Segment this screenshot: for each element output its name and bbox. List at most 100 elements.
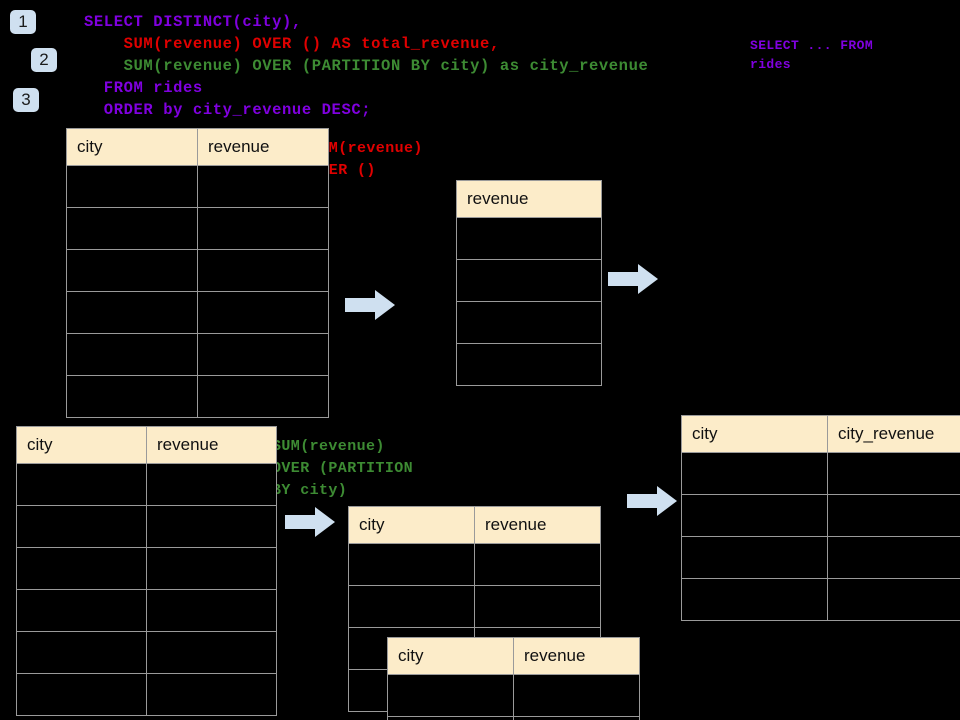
table-row: [387, 716, 640, 720]
table-row: [681, 452, 960, 495]
cell-revenue: [146, 631, 277, 674]
cell-city: [16, 547, 147, 590]
table-header-row: city revenue: [387, 637, 640, 675]
cell-city-revenue: [827, 578, 960, 621]
cell-revenue: [197, 249, 329, 292]
table-row: [348, 585, 601, 628]
table-partition-group-b: city revenue: [387, 637, 640, 720]
cell-revenue: [456, 301, 602, 344]
cell-city-revenue: [827, 494, 960, 537]
cell-city: [681, 578, 828, 621]
cell-revenue: [146, 673, 277, 716]
arrow-source-to-partition: [285, 505, 335, 539]
column-header-revenue: revenue: [197, 128, 329, 166]
column-header-city: city: [387, 637, 514, 675]
table-row: [16, 589, 277, 632]
table-row: [456, 301, 602, 344]
cell-revenue: [146, 547, 277, 590]
sql-line-city-revenue: SUM(revenue) OVER (PARTITION BY city) as…: [84, 57, 649, 75]
cell-city: [66, 207, 198, 250]
table-row: [681, 578, 960, 621]
cell-revenue: [146, 505, 277, 548]
cell-city: [16, 589, 147, 632]
cell-revenue: [197, 207, 329, 250]
table-header-row: city city_revenue: [681, 415, 960, 453]
cell-city: [387, 674, 514, 717]
cell-revenue: [197, 333, 329, 376]
table-row: [66, 165, 329, 208]
annotation-sum-over-partition: SUM(revenue) OVER (PARTITION BY city): [272, 438, 414, 499]
column-header-revenue: revenue: [474, 506, 601, 544]
cell-city: [16, 673, 147, 716]
cell-revenue: [456, 259, 602, 302]
table-row: [16, 673, 277, 716]
cell-city: [681, 494, 828, 537]
cell-revenue: [513, 674, 640, 717]
column-header-city: city: [348, 506, 475, 544]
sql-line-select-distinct: SELECT DISTINCT(city),: [84, 13, 302, 31]
cell-city: [66, 165, 198, 208]
column-header-city: city: [681, 415, 828, 453]
column-header-revenue: revenue: [146, 426, 277, 464]
table-row: [456, 217, 602, 260]
cell-city: [348, 585, 475, 628]
table-row: [681, 494, 960, 537]
cell-city: [66, 249, 198, 292]
table-row: [348, 543, 601, 586]
table-row: [66, 249, 329, 292]
step-badge-1: 1: [10, 10, 36, 34]
column-header-revenue: revenue: [513, 637, 640, 675]
sql-line-total-revenue: SUM(revenue) OVER () AS total_revenue,: [84, 35, 500, 53]
table-row: [66, 291, 329, 334]
cell-revenue: [197, 291, 329, 334]
table-row: [66, 207, 329, 250]
sql-line-from-rides: FROM rides: [84, 79, 203, 97]
cell-revenue: [146, 589, 277, 632]
table-row: [456, 343, 602, 386]
cell-revenue: [456, 343, 602, 386]
column-header-city: city: [66, 128, 198, 166]
table-row: [66, 375, 329, 418]
table-row: [16, 463, 277, 506]
step-badge-3: 3: [13, 88, 39, 112]
cell-revenue: [197, 165, 329, 208]
annotation-select-from-rides: SELECT ... FROM rides: [750, 38, 874, 72]
cell-revenue: [513, 716, 640, 720]
table-header-row: city revenue: [66, 128, 329, 166]
arrow-partition-to-result: [627, 484, 677, 518]
cell-city: [66, 291, 198, 334]
column-header-revenue: revenue: [456, 180, 602, 218]
cell-city: [387, 716, 514, 720]
cell-city-revenue: [827, 452, 960, 495]
table-rides-source-top: city revenue: [66, 128, 329, 418]
cell-revenue: [197, 375, 329, 418]
cell-city: [681, 536, 828, 579]
arrow-total-to-result: [608, 262, 658, 296]
table-row: [16, 631, 277, 674]
column-header-city-revenue: city_revenue: [827, 415, 960, 453]
cell-city: [66, 375, 198, 418]
table-row: [16, 505, 277, 548]
table-row: [16, 547, 277, 590]
table-header-row: city revenue: [348, 506, 601, 544]
table-rides-source-bottom: city revenue: [16, 426, 277, 716]
cell-city: [16, 463, 147, 506]
table-row: [681, 536, 960, 579]
arrow-source-to-total: [345, 288, 395, 322]
cell-city: [681, 452, 828, 495]
sql-line-order-by: ORDER by city_revenue DESC;: [84, 101, 372, 119]
cell-city-revenue: [827, 536, 960, 579]
table-row: [66, 333, 329, 376]
table-header-row: city revenue: [16, 426, 277, 464]
cell-city: [66, 333, 198, 376]
table-header-row: revenue: [456, 180, 602, 218]
column-header-city: city: [16, 426, 147, 464]
cell-revenue: [474, 543, 601, 586]
cell-revenue: [456, 217, 602, 260]
cell-revenue: [146, 463, 277, 506]
cell-city: [16, 505, 147, 548]
step-badge-2: 2: [31, 48, 57, 72]
cell-revenue: [474, 585, 601, 628]
table-city-revenue-result: city city_revenue: [681, 415, 960, 621]
